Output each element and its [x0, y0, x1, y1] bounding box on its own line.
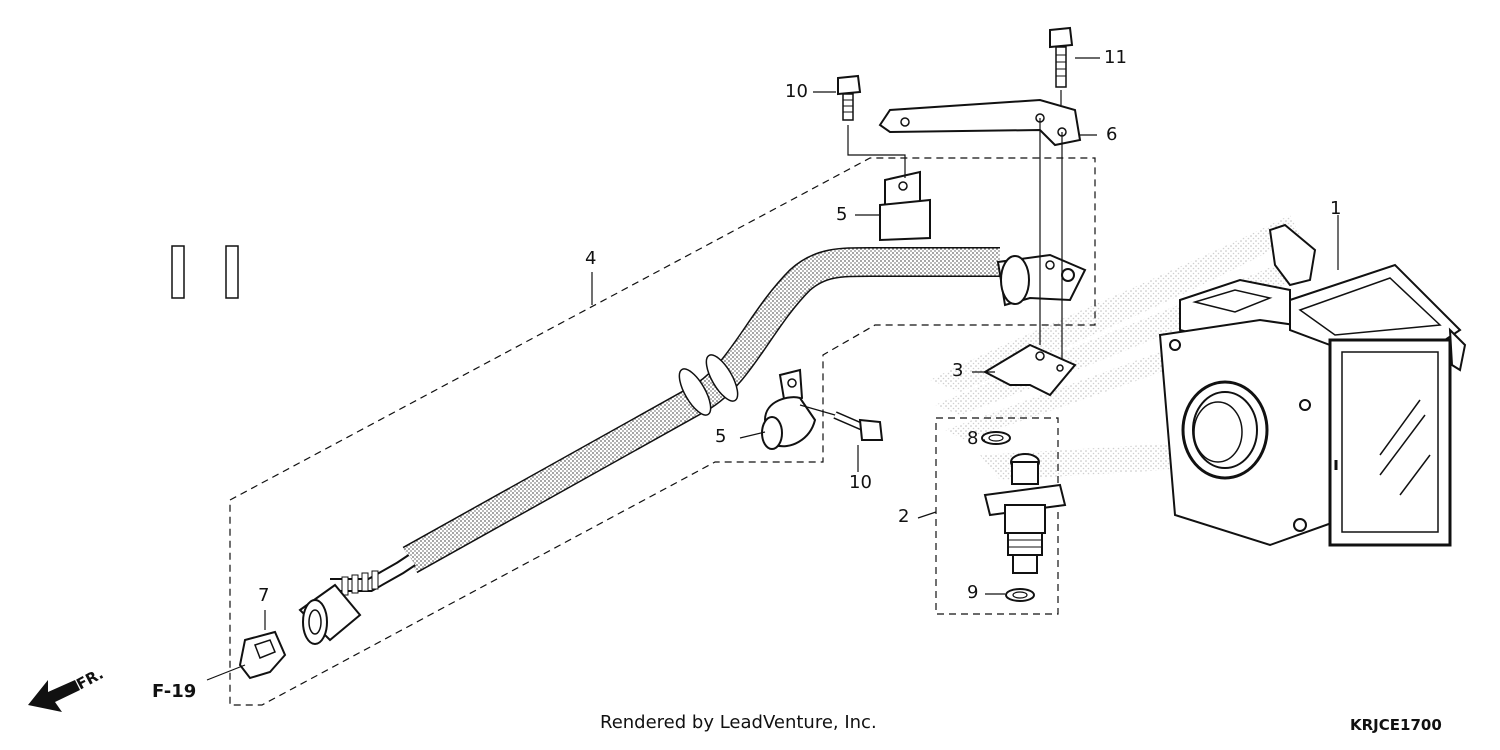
callout-2[interactable]: 2: [898, 506, 910, 527]
holder-upper: [879, 170, 931, 242]
injector-boundary: [935, 417, 1059, 615]
reference-f19[interactable]: F-19: [152, 681, 197, 702]
callout-6[interactable]: 6: [1106, 124, 1118, 145]
render-credit: Rendered by LeadVenture, Inc.: [600, 712, 877, 733]
callout-11[interactable]: 11: [1104, 47, 1127, 68]
callout-3[interactable]: 3: [952, 360, 964, 381]
diagram-code: KRJCE1700: [1350, 716, 1442, 734]
callout-9[interactable]: 9: [967, 582, 979, 603]
bolt-10-lower: [799, 404, 884, 441]
bracket-6: [878, 98, 1082, 360]
callout-5-lower[interactable]: 5: [715, 426, 727, 447]
callout-8[interactable]: 8: [967, 428, 979, 449]
front-direction-arrow-icon: [28, 680, 80, 712]
throttle-body: [1158, 223, 1467, 547]
fuel-hose: [171, 245, 1087, 645]
clip-7: [238, 610, 287, 680]
hose-assembly-boundary: [229, 157, 1096, 706]
clamp-lower: [761, 368, 817, 450]
bolt-10-upper: [837, 74, 906, 178]
injector: [981, 431, 1067, 602]
callout-5-upper[interactable]: 5: [836, 204, 848, 225]
leader-lines: [206, 57, 1339, 681]
callout-7[interactable]: 7: [258, 585, 270, 606]
callout-4[interactable]: 4: [585, 248, 597, 269]
callout-10-upper[interactable]: 10: [785, 81, 808, 102]
bolt-11: [1049, 26, 1074, 105]
callout-1[interactable]: 1: [1330, 198, 1342, 219]
plate-3: [982, 343, 1077, 397]
callout-10-lower[interactable]: 10: [849, 472, 872, 493]
